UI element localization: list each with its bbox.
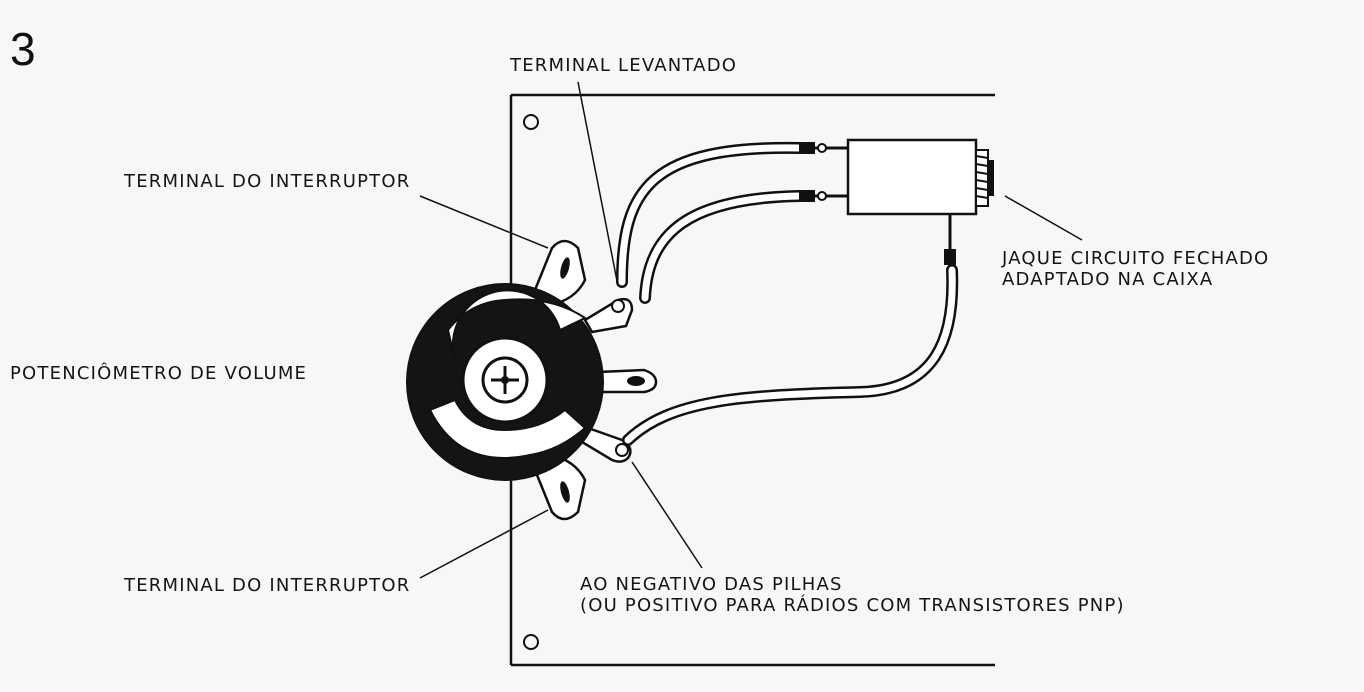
wire-battery-negative <box>622 264 959 446</box>
volume-potentiometer <box>406 283 604 481</box>
figure-number: 3 <box>10 23 36 75</box>
label-battery-line2: (OU POSITIVO PARA RÁDIOS COM TRANSISTORE… <box>580 594 1125 616</box>
wire-jack-top <box>616 141 806 288</box>
mounting-hole-top <box>523 114 539 130</box>
label-jack-line1: JAQUE CIRCUITO FECHADO <box>1002 248 1270 269</box>
wire-jack-bottom <box>639 190 806 304</box>
label-jack: JAQUE CIRCUITO FECHADO ADAPTADO NA CAIXA <box>1002 248 1270 290</box>
closed-circuit-jack <box>846 138 994 216</box>
label-battery: AO NEGATIVO DAS PILHAS (OU POSITIVO PARA… <box>580 574 1125 616</box>
pot-terminal-upper <box>583 297 634 334</box>
mounting-hole-bottom <box>523 634 539 650</box>
label-volume-potentiometer: POTENCIÔMETRO DE VOLUME <box>10 363 308 384</box>
wire-tip-bottom <box>799 190 848 202</box>
label-raised-terminal: TERMINAL LEVANTADO <box>510 55 738 76</box>
pot-terminal-middle <box>596 368 658 394</box>
wire-tip-jack-lower <box>944 215 956 265</box>
wire-tip-top <box>799 142 848 154</box>
label-battery-line1: AO NEGATIVO DAS PILHAS <box>580 574 843 595</box>
label-switch-terminal-bottom: TERMINAL DO INTERRUPTOR <box>124 575 411 596</box>
label-jack-line2: ADAPTADO NA CAIXA <box>1002 268 1214 290</box>
label-switch-terminal-top: TERMINAL DO INTERRUPTOR <box>124 171 411 192</box>
leader-lines <box>419 81 1083 579</box>
